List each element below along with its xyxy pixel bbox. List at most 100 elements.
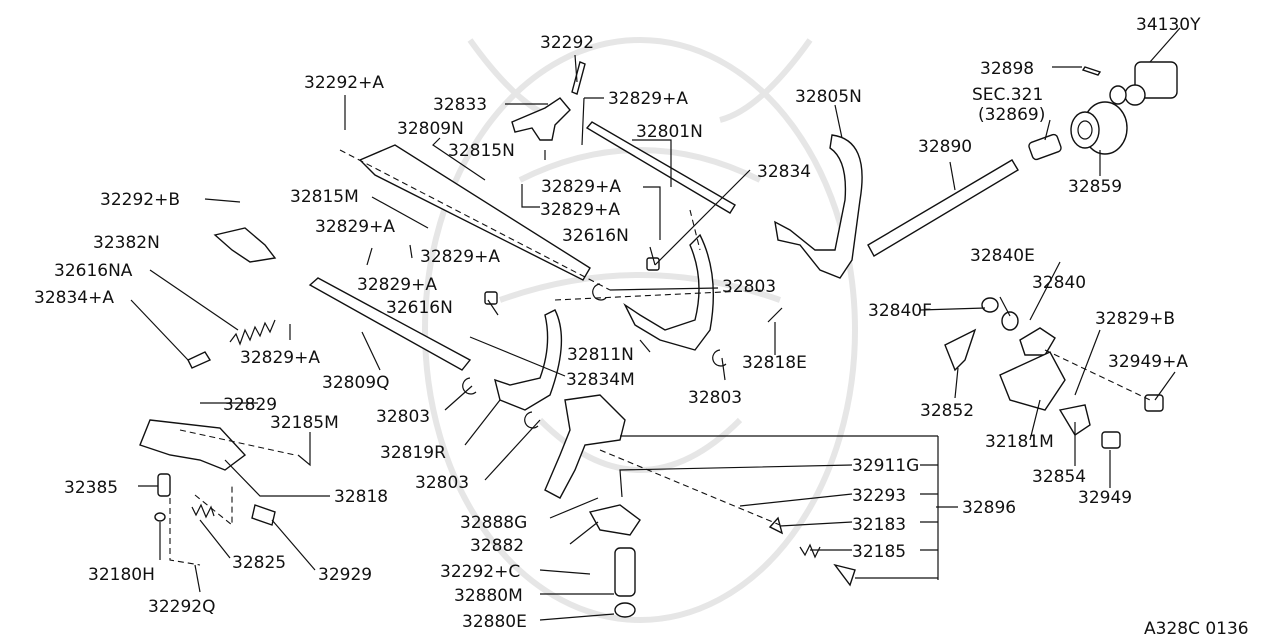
label-32292Q: 32292Q — [148, 597, 215, 617]
label-32616NA: 32616NA — [54, 261, 133, 281]
part-32818 — [139, 419, 247, 471]
part-32803-d — [524, 411, 539, 429]
label-32834M: 32834M — [566, 370, 635, 390]
part-32819R — [494, 309, 563, 411]
part-32949A — [1144, 394, 1164, 412]
label-32185M: 32185M — [270, 413, 339, 433]
label-32809N: 32809N — [397, 119, 464, 139]
part-32834A — [187, 351, 212, 369]
part-32880E — [614, 602, 636, 618]
label-32880M: 32880M — [454, 586, 523, 606]
label-32825: 32825 — [232, 553, 286, 573]
label-32896: 32896 — [962, 498, 1016, 518]
label-32829A-4: 32829+A — [315, 217, 395, 237]
part-32825 — [191, 503, 215, 519]
label-32829B: 32829+B — [1095, 309, 1175, 329]
part-32854 — [1058, 404, 1091, 436]
label-32815M: 32815M — [290, 187, 359, 207]
label-32616N-b: 32616N — [386, 298, 453, 318]
label-32385: 32385 — [64, 478, 118, 498]
label-32911G: 32911G — [852, 456, 919, 476]
label-32811N: 32811N — [567, 345, 634, 365]
label-32180H: 32180H — [88, 565, 155, 585]
label-32949: 32949 — [1078, 488, 1132, 508]
label-32888G: 32888G — [460, 513, 527, 533]
label-32829A-6: 32829+A — [357, 275, 437, 295]
label-32183: 32183 — [852, 515, 906, 535]
label-32829A-5: 32829+A — [420, 247, 500, 267]
label-32829A-3: 32829+A — [540, 200, 620, 220]
label-32815N: 32815N — [448, 141, 515, 161]
label-32803-c: 32803 — [376, 407, 430, 427]
label-sec321: SEC.321 — [972, 85, 1043, 105]
label-32829A-2: 32829+A — [541, 177, 621, 197]
label-32803-d: 32803 — [415, 473, 469, 493]
label-32898: 32898 — [980, 59, 1034, 79]
part-32833 — [511, 97, 571, 141]
label-32834A: 32834+A — [34, 288, 114, 308]
part-32882 — [588, 504, 641, 536]
label-32840E: 32840E — [970, 246, 1035, 266]
label-32185: 32185 — [852, 542, 906, 562]
label-32880E: 32880E — [462, 612, 527, 632]
label-32869: (32869) — [978, 105, 1045, 125]
part-32805N — [774, 134, 863, 279]
part-32809Q — [308, 277, 472, 371]
part-32949 — [1101, 431, 1121, 449]
label-32818E: 32818E — [742, 353, 807, 373]
label-32803-b: 32803 — [688, 388, 742, 408]
part-32185-plug — [833, 563, 856, 587]
callout-labels: 34130Y 32292 32292+A 32898 32805N 32833 … — [34, 15, 1249, 638]
part-32803-a — [592, 283, 607, 301]
label-32805N: 32805N — [795, 87, 862, 107]
label-32854: 32854 — [1032, 467, 1086, 487]
part-32929 — [251, 504, 276, 526]
label-32949A: 32949+A — [1108, 352, 1188, 372]
label-32834: 32834 — [757, 162, 811, 182]
part-32888G — [544, 394, 626, 499]
part-32292 — [571, 61, 586, 95]
part-32890 — [867, 159, 1019, 257]
label-32382N: 32382N — [93, 233, 160, 253]
label-32818: 32818 — [334, 487, 388, 507]
part-32803-b — [712, 349, 727, 367]
part-32181M — [999, 351, 1066, 411]
label-32292A: 32292+A — [304, 73, 384, 93]
label-32840: 32840 — [1032, 273, 1086, 293]
part-32840 — [1019, 327, 1056, 356]
label-32819R: 32819R — [380, 443, 446, 463]
label-32882: 32882 — [470, 536, 524, 556]
leader-lines — [130, 27, 1181, 621]
part-32382N — [213, 227, 277, 263]
label-32829: 32829 — [223, 395, 277, 415]
diagram-code: A328C 0136 — [1144, 619, 1249, 638]
label-32840F: 32840F — [868, 301, 932, 321]
label-32616N-a: 32616N — [562, 226, 629, 246]
part-32840E — [1001, 311, 1019, 331]
part-32185 — [799, 543, 821, 559]
label-32292C: 32292+C — [440, 562, 520, 582]
part-32809N — [358, 144, 591, 281]
part-34130Y — [1109, 61, 1178, 106]
label-32890: 32890 — [918, 137, 972, 157]
label-32292B: 32292+B — [100, 190, 180, 210]
label-32829A-top: 32829+A — [608, 89, 688, 109]
part-32869 — [1028, 133, 1062, 161]
part-32880M — [614, 547, 636, 597]
part-32818E — [767, 307, 783, 323]
label-32859: 32859 — [1068, 177, 1122, 197]
part-32180H — [154, 512, 166, 522]
label-32833: 32833 — [433, 95, 487, 115]
label-32293: 32293 — [852, 486, 906, 506]
label-34130Y: 34130Y — [1136, 15, 1201, 35]
part-32898 — [1081, 66, 1102, 76]
part-32811N — [623, 233, 714, 351]
label-32809Q: 32809Q — [322, 373, 389, 393]
label-32292: 32292 — [540, 33, 594, 53]
label-32801N: 32801N — [636, 122, 703, 142]
part-32801N — [585, 121, 736, 214]
part-32385 — [157, 473, 171, 497]
label-32829A-7: 32829+A — [240, 348, 320, 368]
part-32616NA — [229, 319, 276, 346]
